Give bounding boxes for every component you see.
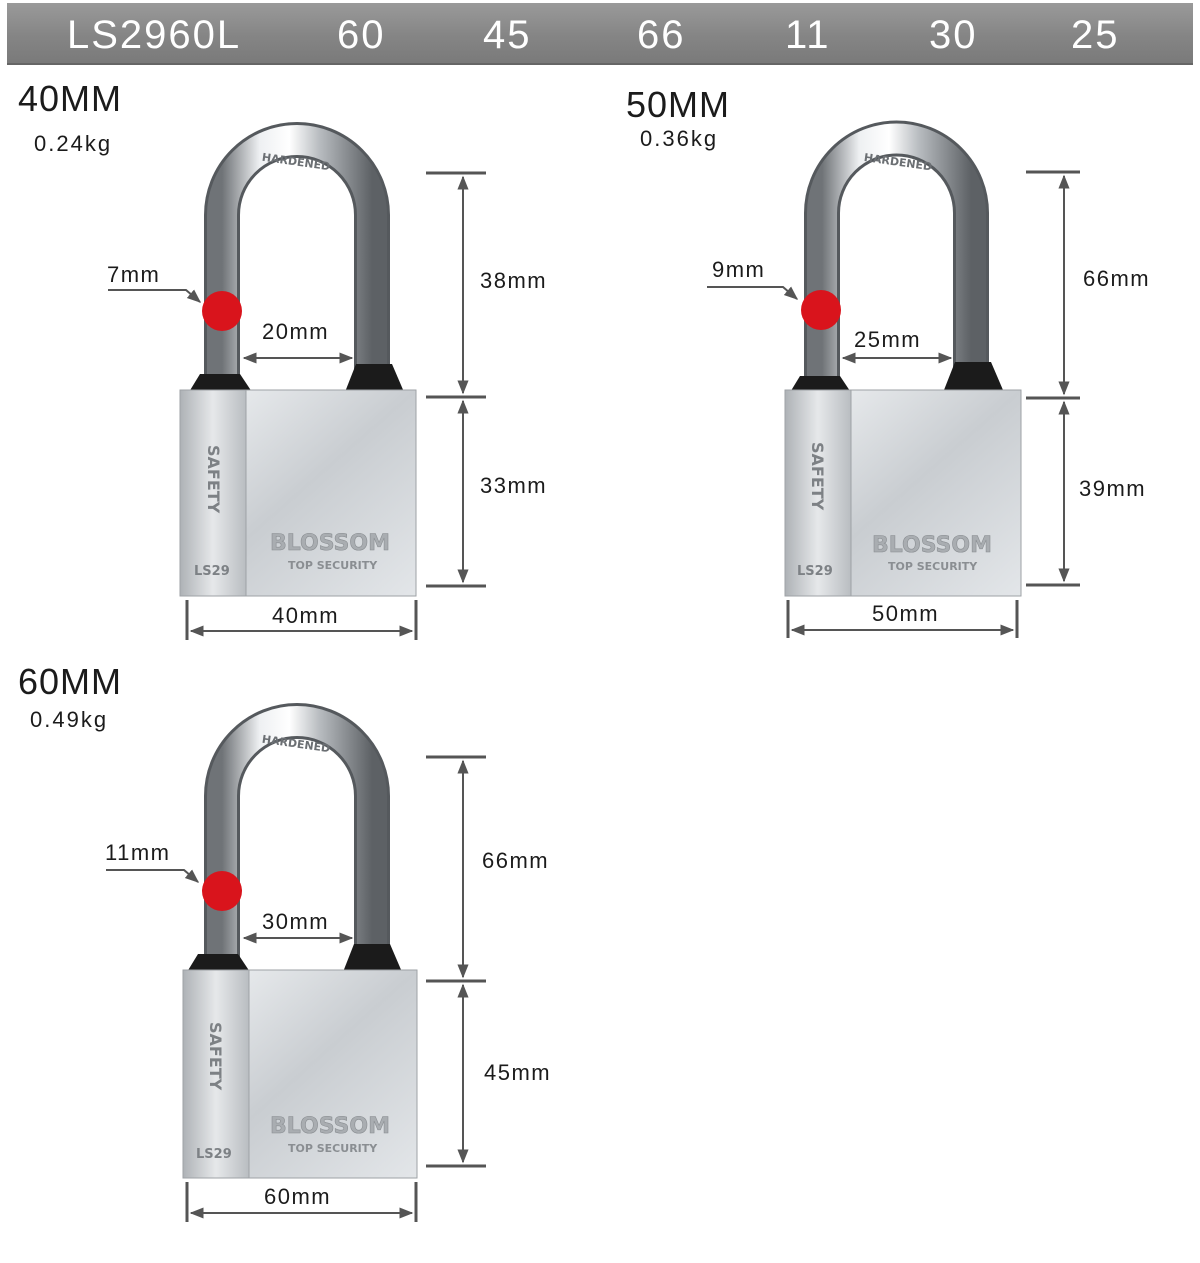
body-width-label: 40mm	[272, 603, 340, 628]
header-value-1: 60	[337, 13, 386, 57]
padlock-60mm: SAFETY LS29 BLOSSOM TOP SECURITY HARDENE…	[106, 703, 486, 1222]
shackle-gap-label: 20mm	[262, 319, 330, 344]
shackle-diameter-label: 11mm	[105, 840, 171, 865]
side-engraving: SAFETY	[206, 1022, 225, 1091]
padlock-50mm: SAFETY LS29 BLOSSOM TOP SECURITY HARDENE…	[707, 120, 1080, 638]
shackle-gap-label: 30mm	[262, 909, 330, 934]
brand-engraving: BLOSSOM	[270, 531, 390, 556]
brand-engraving: BLOSSOM	[872, 533, 992, 558]
header-value-6: 25	[1071, 13, 1120, 57]
size-title-40mm: 40MM	[18, 78, 123, 119]
body-width-label: 50mm	[872, 601, 940, 626]
brand-engraving: BLOSSOM	[270, 1114, 390, 1139]
shackle-height-label: 66mm	[482, 848, 550, 873]
body-width-label: 60mm	[264, 1184, 332, 1209]
code-engraving: LS29	[196, 1147, 232, 1162]
code-engraving: LS29	[194, 564, 230, 579]
header-value-3: 66	[637, 13, 686, 57]
weight-40mm: 0.24kg	[34, 131, 113, 156]
tagline-engraving: TOP SECURITY	[288, 1142, 378, 1155]
weight-50mm: 0.36kg	[640, 126, 719, 151]
code-engraving: LS29	[797, 564, 833, 579]
shackle-diameter-marker	[202, 291, 242, 331]
side-engraving: SAFETY	[808, 442, 827, 511]
body-height-label: 33mm	[480, 473, 548, 498]
shackle-height-label: 38mm	[480, 268, 548, 293]
body-height-label: 45mm	[484, 1060, 552, 1085]
header-value-4: 11	[785, 13, 831, 57]
size-title-60mm: 60MM	[18, 661, 123, 702]
shackle-height-label: 66mm	[1083, 266, 1151, 291]
model-number: LS2960L	[67, 13, 242, 57]
tagline-engraving: TOP SECURITY	[888, 560, 978, 573]
size-title-50mm: 50MM	[626, 84, 731, 125]
side-engraving: SAFETY	[204, 445, 223, 514]
padlock-40mm: SAFETY LS29 BLOSSOM TOP SECURITY HARDENE…	[108, 122, 486, 640]
shackle-diameter-label: 9mm	[712, 257, 766, 282]
shackle-diameter-label: 7mm	[107, 262, 161, 287]
spec-header-bar: LS2960L 60 45 66 11 30 25	[7, 3, 1193, 65]
tagline-engraving: TOP SECURITY	[288, 559, 378, 572]
header-value-5: 30	[929, 13, 978, 57]
shackle-diameter-marker	[202, 871, 242, 911]
weight-60mm: 0.49kg	[30, 707, 109, 732]
shackle-diameter-marker	[801, 290, 841, 330]
body-height-label: 39mm	[1079, 476, 1147, 501]
shackle-gap-label: 25mm	[854, 327, 922, 352]
header-value-2: 45	[483, 13, 532, 57]
